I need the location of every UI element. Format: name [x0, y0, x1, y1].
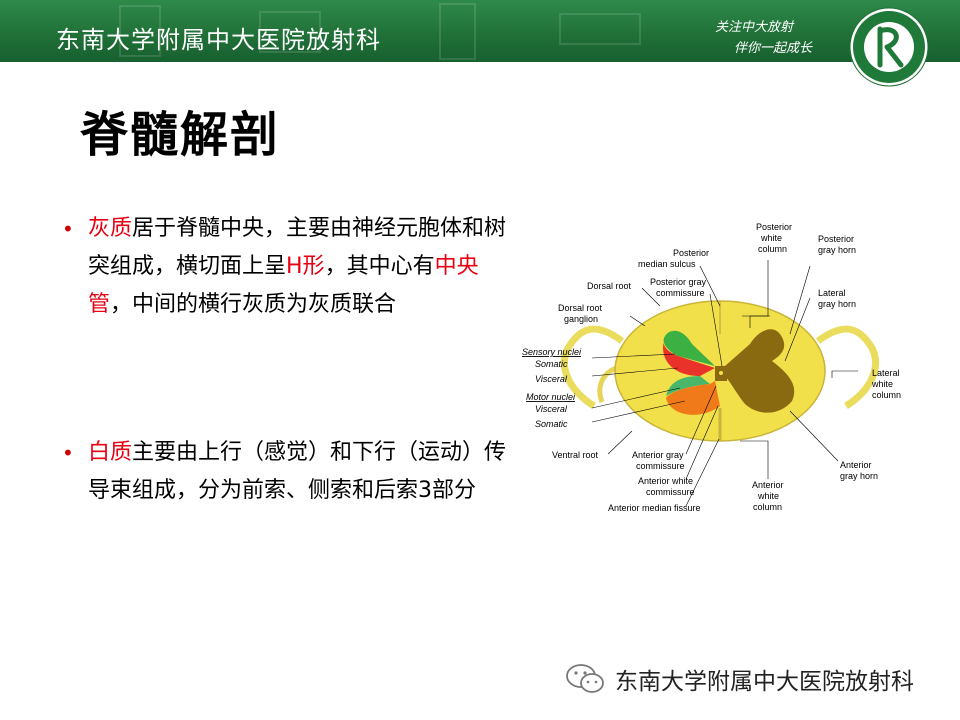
label-sensory-nuclei: Sensory nuclei: [522, 347, 582, 357]
term-white-matter: 白质: [88, 440, 133, 465]
bullet-text: 白质主要由上行（感觉）和下行（运动）传导束组成，分为前索、侧索和后索3部分: [88, 434, 512, 510]
slide-title: 脊髓解剖: [80, 107, 281, 163]
header-slogan-line2: 伴你一起成长: [734, 41, 813, 56]
label-motor-somatic: Somatic: [535, 419, 568, 429]
gray-matter-right: [725, 329, 795, 413]
term-h-shape: H形: [286, 254, 325, 279]
label-ventral-root: Ventral root: [552, 450, 599, 460]
sensory-somatic-nucleus: [663, 330, 715, 366]
header-decor: [119, 3, 641, 60]
label-motor-nuclei: Motor nuclei: [526, 392, 576, 402]
term-central-canal: 中央管: [88, 254, 479, 317]
bullet-text: 灰质居于脊髓中央，主要由神经元胞体和树突组成，横切面上呈H形，其中心有中央管，中…: [88, 210, 512, 324]
bullet-text-part: 居于脊髓中央，主要由神经元胞体和树突组成，横切面上呈: [88, 216, 507, 279]
label-motor-visceral: Visceral: [535, 404, 568, 414]
bullet-text-part: ，其中心有: [324, 254, 435, 279]
label-sensory-somatic: Somatic: [535, 359, 568, 369]
header-slogan-line1: 关注中大放射: [715, 20, 794, 35]
central-canal: [719, 371, 723, 375]
bullet-text-part: ，中间的横行灰质为灰质联合: [110, 292, 397, 317]
label-anterior-median-fissure: Anterior median fissure: [608, 503, 701, 513]
motor-visceral-nucleus: [666, 376, 710, 396]
header-title: 东南大学附属中大医院放射科: [56, 26, 381, 54]
bullet-white-matter: • 白质主要由上行（感觉）和下行（运动）传导束组成，分为前索、侧索和后索3部分: [62, 434, 512, 510]
wechat-icon: [566, 664, 604, 693]
leader-lines: [591, 260, 858, 507]
label-dorsal-root: Dorsal root: [587, 281, 632, 291]
bullet-dot: •: [62, 441, 74, 465]
bullet-text-part: 主要由上行（感觉）和下行（运动）传导束组成，分为前索、侧索和后索3部分: [88, 440, 507, 503]
left-dorsal-root: [560, 325, 625, 409]
watermark: 东南大学附属中大医院放射科: [565, 662, 914, 696]
header-bar: 东南大学附属中大医院放射科 关注中大放射 伴你一起成长: [0, 0, 960, 62]
label-sensory-visceral: Visceral: [535, 374, 568, 384]
bullet-gray-matter: • 灰质居于脊髓中央，主要由神经元胞体和树突组成，横切面上呈H形，其中心有中央管…: [62, 210, 512, 324]
motor-somatic-nucleus: [666, 381, 720, 415]
sensory-visceral-nucleus: [663, 338, 715, 376]
term-gray-matter: 灰质: [88, 216, 133, 241]
watermark-text: 东南大学附属中大医院放射科: [615, 669, 914, 695]
right-dorsal-root: [815, 325, 880, 409]
hospital-logo: [849, 7, 929, 87]
bullet-dot: •: [62, 217, 74, 241]
